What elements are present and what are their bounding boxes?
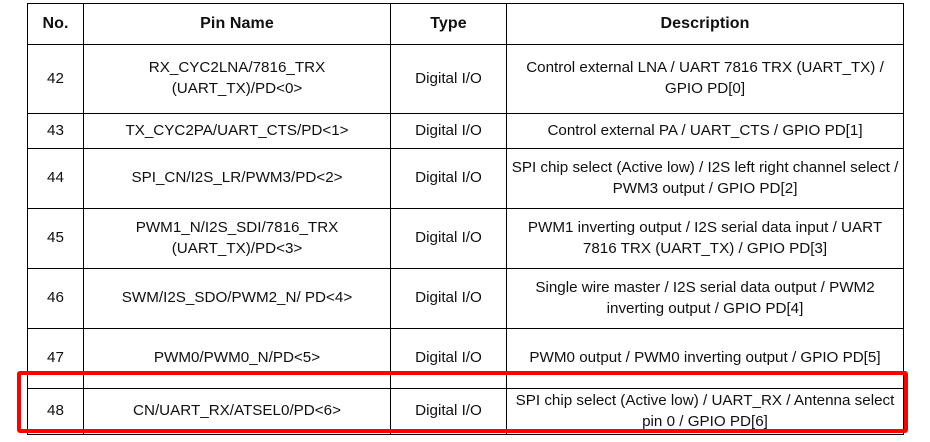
cell-no: 48	[27, 387, 84, 436]
column-header-no: No.	[27, 3, 84, 45]
table-row: 42 RX_CYC2LNA/7816_TRX (UART_TX)/PD<0> D…	[27, 44, 904, 114]
cell-description: Single wire master / I2S serial data out…	[506, 268, 904, 329]
cell-no: 42	[27, 44, 84, 114]
cell-no: 43	[27, 113, 84, 149]
table-header-row: No. Pin Name Type Description	[27, 3, 904, 45]
cell-pin-name: PWM0/PWM0_N/PD<5>	[83, 328, 391, 389]
cell-type: Digital I/O	[390, 44, 507, 114]
table-row: 46 SWM/I2S_SDO/PWM2_N/ PD<4> Digital I/O…	[27, 268, 904, 329]
cell-pin-name: TX_CYC2PA/UART_CTS/PD<1>	[83, 113, 391, 149]
cell-pin-name: RX_CYC2LNA/7816_TRX (UART_TX)/PD<0>	[83, 44, 391, 114]
cell-pin-name: SWM/I2S_SDO/PWM2_N/ PD<4>	[83, 268, 391, 329]
cell-no: 46	[27, 268, 84, 329]
cell-description: PWM1 inverting output / I2S serial data …	[506, 208, 904, 269]
table-row: 43 TX_CYC2PA/UART_CTS/PD<1> Digital I/O …	[27, 113, 904, 149]
cell-no: 47	[27, 328, 84, 389]
cell-type: Digital I/O	[390, 268, 507, 329]
cell-description: SPI chip select (Active low) / I2S left …	[506, 148, 904, 209]
cell-type: Digital I/O	[390, 387, 507, 436]
cell-description: Control external PA / UART_CTS / GPIO PD…	[506, 113, 904, 149]
cell-pin-name: PWM1_N/I2S_SDI/7816_TRX (UART_TX)/PD<3>	[83, 208, 391, 269]
table-header: No. Pin Name Type Description	[27, 3, 904, 45]
column-header-type: Type	[390, 3, 507, 45]
cell-pin-name: SPI_CN/I2S_LR/PWM3/PD<2>	[83, 148, 391, 209]
column-header-pin-name: Pin Name	[83, 3, 391, 45]
cell-no: 45	[27, 208, 84, 269]
table-row: 44 SPI_CN/I2S_LR/PWM3/PD<2> Digital I/O …	[27, 148, 904, 209]
cell-type: Digital I/O	[390, 148, 507, 209]
cell-pin-name: CN/UART_RX/ATSEL0/PD<6>	[83, 387, 391, 436]
cell-type: Digital I/O	[390, 328, 507, 389]
column-header-description: Description	[506, 3, 904, 45]
cell-description: SPI chip select (Active low) / UART_RX /…	[506, 387, 904, 436]
table-body: 42 RX_CYC2LNA/7816_TRX (UART_TX)/PD<0> D…	[27, 44, 904, 436]
cell-description: PWM0 output / PWM0 inverting output / GP…	[506, 328, 904, 389]
cell-description: Control external LNA / UART 7816 TRX (UA…	[506, 44, 904, 114]
cell-type: Digital I/O	[390, 113, 507, 149]
table-row-highlighted: 48 CN/UART_RX/ATSEL0/PD<6> Digital I/O S…	[27, 387, 904, 436]
table-row: 47 PWM0/PWM0_N/PD<5> Digital I/O PWM0 ou…	[27, 328, 904, 389]
cell-type: Digital I/O	[390, 208, 507, 269]
table-row: 45 PWM1_N/I2S_SDI/7816_TRX (UART_TX)/PD<…	[27, 208, 904, 269]
cell-no: 44	[27, 148, 84, 209]
pin-description-table: No. Pin Name Type Description 42 RX_CYC2…	[27, 3, 904, 436]
